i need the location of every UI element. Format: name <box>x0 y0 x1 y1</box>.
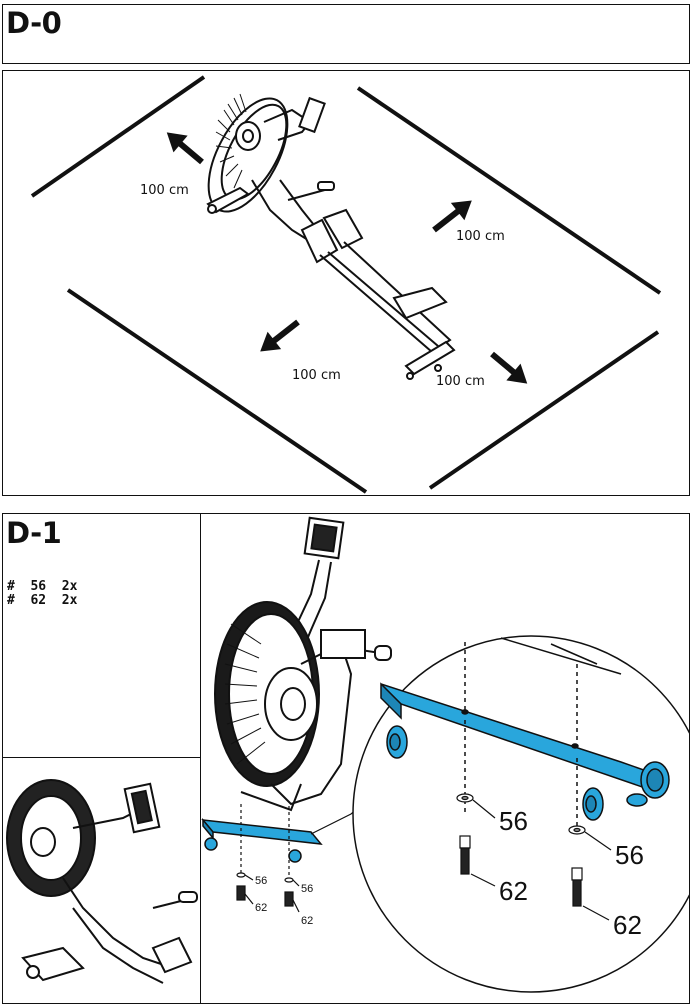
assembled-machine-thumbnail <box>6 779 198 984</box>
parts-list-item: # 56 2x <box>7 579 78 594</box>
bolt-icon <box>236 804 300 913</box>
arrow-icon <box>166 132 204 165</box>
step-d1-title: D-1 <box>6 516 62 550</box>
arrow-icon <box>432 200 472 233</box>
step-d0-title: D-0 <box>6 6 62 40</box>
stabilizer-assembly-diagram: 56 62 56 62 <box>201 516 689 993</box>
callout-bolt: 62 <box>613 910 642 940</box>
callout-washer-small: 56 <box>301 883 313 895</box>
callout-washer-small: 56 <box>255 875 267 887</box>
callout-bolt-small: 62 <box>255 902 267 914</box>
front-stabilizer-icon <box>380 682 670 821</box>
detail-magnifier <box>352 635 689 993</box>
step-d0-panel <box>2 70 690 496</box>
arrow-icon <box>490 351 528 384</box>
callout-washer: 56 <box>615 840 644 870</box>
clearance-label-front: 100 cm <box>140 183 189 198</box>
clearance-label-right: 100 cm <box>456 229 505 244</box>
clearance-diagram: 100 cm 100 cm 100 cm 100 cm <box>30 75 662 494</box>
callout-bolt-small: 62 <box>301 915 313 927</box>
front-stabilizer-icon <box>201 817 323 863</box>
arrow-icon <box>260 319 300 352</box>
step-d0-header <box>2 4 690 64</box>
clearance-label-left: 100 cm <box>292 368 341 383</box>
clearance-boundary-lines <box>30 75 662 494</box>
parts-list: # 56 2x # 62 2x <box>7 580 77 608</box>
washer-icon <box>456 793 586 835</box>
callout-washer: 56 <box>499 806 528 836</box>
step-d1-parts-panel <box>2 513 201 759</box>
rowing-machine-icon <box>206 93 456 380</box>
callout-bolt: 62 <box>499 876 528 906</box>
bolt-icon <box>459 835 583 907</box>
parts-list-item: # 62 2x <box>7 593 78 608</box>
clearance-label-rear: 100 cm <box>436 374 485 389</box>
rowing-machine-icon <box>6 779 198 984</box>
rowing-machine-icon <box>214 516 392 812</box>
